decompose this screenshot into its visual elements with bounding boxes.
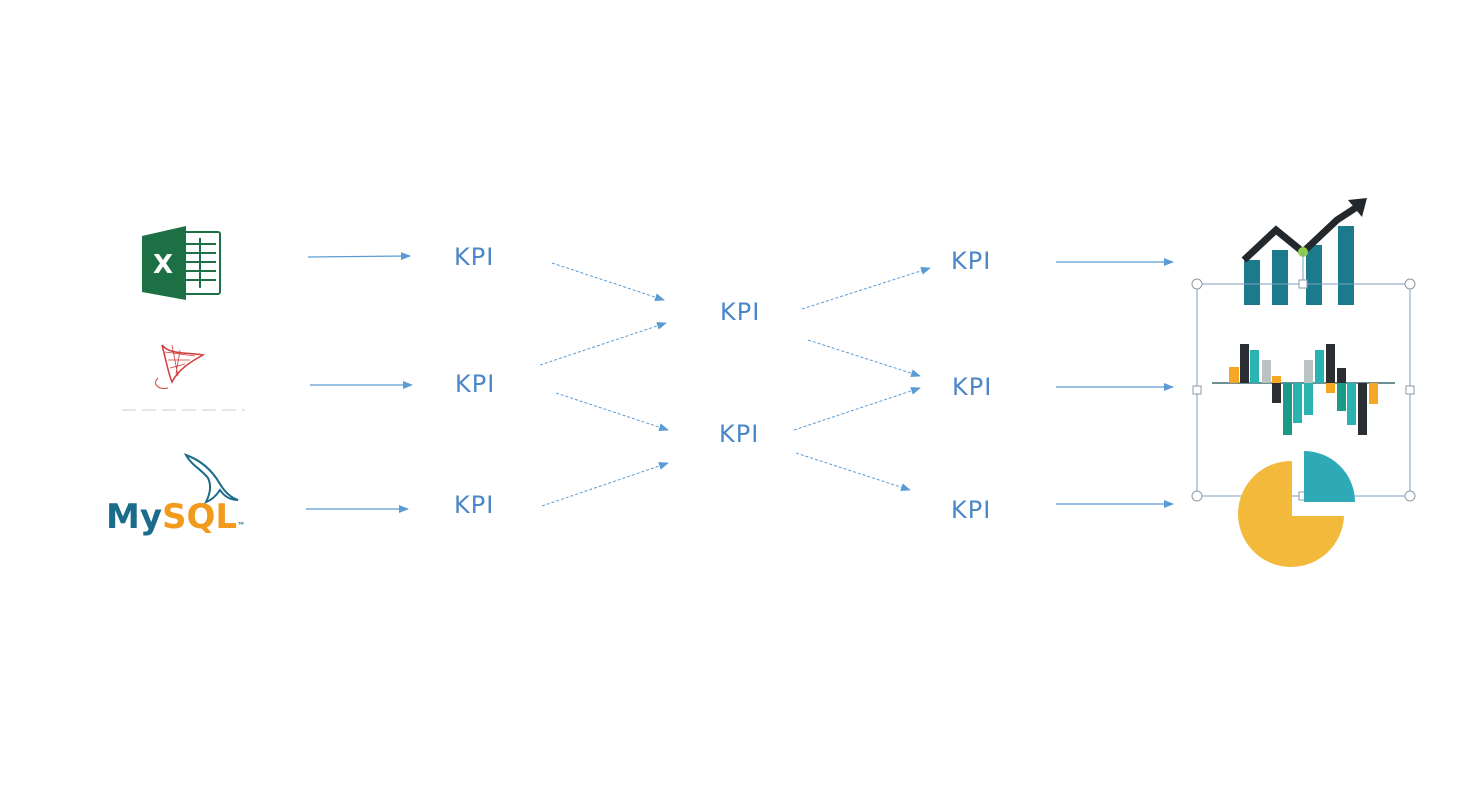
kpi-label-l1-2: KPI — [455, 370, 496, 398]
excel-icon: X — [142, 226, 221, 300]
excel-letter: X — [153, 250, 173, 280]
selection-frame[interactable] — [1191, 252, 1416, 502]
mysql-sql-text: SQL — [162, 497, 238, 537]
arrows-layer1-to-layer2 — [539, 262, 669, 507]
bar-trend-chart-icon — [1241, 198, 1367, 305]
diverging-bar-chart-icon — [1212, 344, 1395, 435]
mysql-tm-text: ™ — [237, 521, 246, 530]
mysql-dolphin-icon — [183, 453, 239, 504]
mysql-my-text: My — [106, 497, 162, 537]
mysql-wordmark: MySQL™ — [106, 500, 245, 534]
pie-chart-icon — [1238, 451, 1355, 567]
kpi-label-l1-3: KPI — [454, 491, 495, 519]
arrows-sources — [306, 252, 413, 513]
sql-server-icon — [122, 344, 245, 411]
kpi-label-l3-2: KPI — [952, 373, 993, 401]
kpi-label-l3-1: KPI — [951, 247, 992, 275]
kpi-label-l2-2: KPI — [719, 420, 760, 448]
arrows-outputs — [1056, 258, 1174, 508]
kpi-label-l1-1: KPI — [454, 243, 495, 271]
kpi-label-l3-3: KPI — [951, 496, 992, 524]
kpi-label-l2-1: KPI — [720, 298, 761, 326]
arrows-layer2-to-layer3 — [793, 266, 931, 492]
